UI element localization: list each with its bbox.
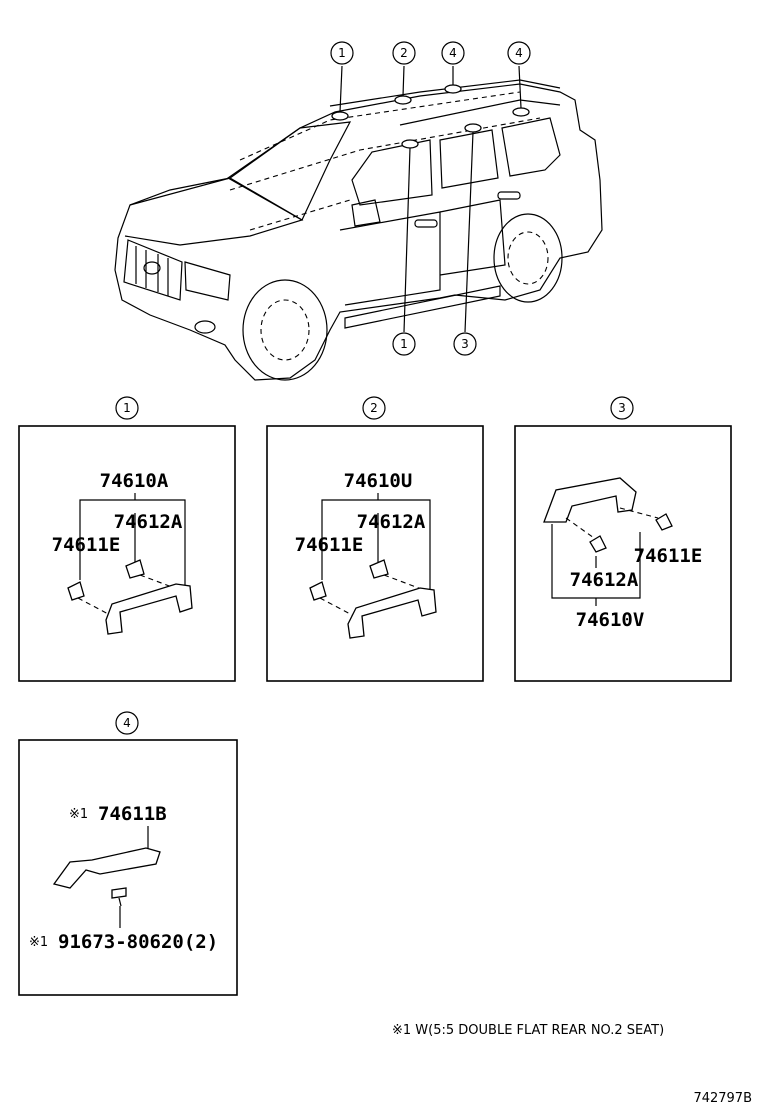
callout-top-2: 2 — [392, 41, 416, 65]
panel-callout-label: 2 — [370, 401, 378, 415]
panel-callout-label: 1 — [123, 401, 131, 415]
callout-bottom-1: 1 — [392, 332, 416, 356]
panel-callout-label: 3 — [618, 401, 626, 415]
callout-label: 2 — [400, 46, 408, 60]
grip-handle-icon — [52, 847, 161, 889]
callout-label: 4 — [515, 46, 523, 60]
footnote-mark: ※1 — [29, 935, 48, 950]
part-number-clip-a: 74612A — [570, 569, 639, 591]
part-number-clip-a: 74612A — [357, 511, 426, 533]
callout-top-4b: 4 — [507, 41, 531, 65]
part-number-assy: 74610A — [100, 470, 169, 492]
clip-a-icon — [125, 559, 145, 579]
part-number-assy: 74610V — [576, 609, 645, 631]
part-number-clip-a: 74612A — [114, 511, 183, 533]
callout-top-1: 1 — [330, 41, 354, 65]
callout-label: 1 — [338, 46, 346, 60]
clip-a-icon — [369, 559, 389, 579]
diagram-id: 742797B — [693, 1091, 752, 1106]
part-number-assy: 74610U — [344, 470, 413, 492]
part-number-grip: 74611B — [98, 803, 167, 825]
callout-label: 1 — [400, 337, 408, 351]
assist-grip-icon — [105, 583, 193, 635]
part-number-clip-e: 74611E — [634, 545, 703, 567]
panel-1: 1 74610A 74612A 74611E — [18, 396, 236, 682]
callout-label: 3 — [461, 337, 469, 351]
part-number-screw: 91673-80620(2) — [58, 931, 218, 953]
panel-4: 4 ※1 74611B ※1 91673-80620(2) — [18, 711, 238, 996]
callout-label: 4 — [449, 46, 457, 60]
panel-3: 3 74611E 74612A 74610V — [514, 396, 732, 682]
clip-e-icon — [67, 581, 85, 601]
callout-leaders — [339, 65, 522, 333]
vehicle-illustration — [114, 79, 603, 381]
footnote-mark: ※1 — [69, 807, 88, 822]
footnote: ※1 W(5:5 DOUBLE FLAT REAR NO.2 SEAT) — [392, 1023, 664, 1038]
part-number-clip-e: 74611E — [52, 534, 121, 556]
screw-icon — [111, 887, 127, 899]
assist-grip-icon — [543, 477, 637, 523]
clip-e-icon — [309, 581, 327, 601]
assist-grip-icon — [347, 587, 437, 639]
part-number-clip-e: 74611E — [295, 534, 364, 556]
panel-callout-label: 4 — [123, 716, 131, 730]
callout-bottom-3: 3 — [453, 332, 477, 356]
clip-a-icon — [589, 535, 607, 553]
panel-2: 2 74610U 74612A 74611E — [266, 396, 484, 682]
callout-top-4a: 4 — [441, 41, 465, 65]
clip-e-icon — [655, 513, 673, 531]
